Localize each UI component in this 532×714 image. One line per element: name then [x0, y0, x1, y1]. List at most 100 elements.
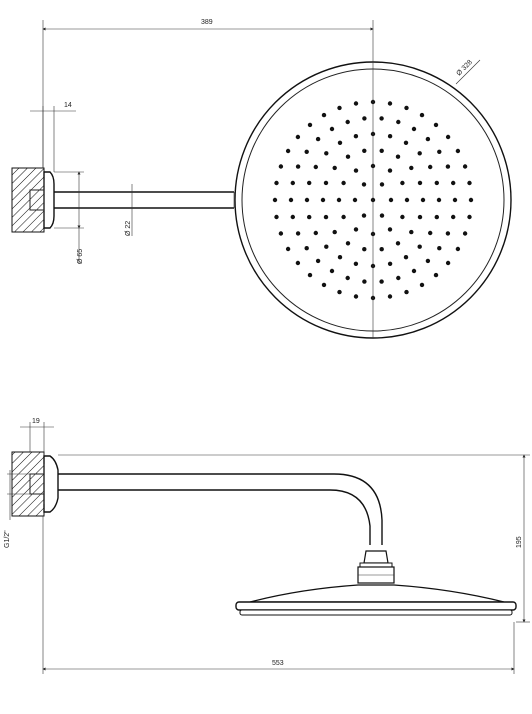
nozzle: [278, 164, 284, 169]
nozzle: [404, 105, 409, 111]
head-plate: [239, 609, 513, 616]
nozzle: [353, 168, 359, 173]
nozzle: [324, 151, 329, 156]
nozzle: [437, 149, 442, 154]
nozzle: [462, 231, 468, 236]
nozzle: [353, 134, 359, 139]
dim-text-553: 553: [272, 660, 284, 667]
nozzle: [445, 260, 451, 266]
nozzle: [345, 241, 351, 246]
nozzle: [379, 148, 384, 153]
nozzle: [272, 197, 278, 203]
nozzle: [362, 279, 367, 284]
head-rim: [235, 601, 517, 611]
nozzle: [353, 101, 359, 106]
nozzle: [337, 105, 342, 111]
top-wall-flange: [43, 171, 55, 229]
dim-text-thread: G1/2": [4, 530, 11, 548]
side-shower-head: [235, 545, 517, 616]
nozzle: [295, 231, 301, 236]
nozzle: [425, 136, 431, 142]
nozzle: [323, 180, 329, 186]
nozzle: [288, 197, 294, 203]
nozzle: [361, 182, 367, 187]
nozzle: [315, 136, 321, 142]
nozzle: [362, 148, 367, 153]
nozzle: [395, 241, 401, 246]
nozzle: [409, 229, 414, 235]
nozzle: [304, 149, 309, 154]
dim-text-22: Ø 22: [125, 221, 132, 236]
nozzle: [278, 231, 284, 236]
nozzle: [345, 275, 350, 281]
nozzle: [419, 112, 425, 118]
dim-text-head-diameter: Ø 328: [455, 59, 474, 78]
nozzle: [274, 180, 279, 186]
nozzle: [362, 116, 367, 121]
nozzle: [387, 294, 393, 299]
nozzle: [396, 275, 401, 281]
nozzle: [433, 272, 439, 278]
nozzle: [295, 260, 301, 266]
nozzle: [467, 214, 472, 220]
nozzle: [445, 231, 451, 236]
nozzle: [307, 214, 312, 220]
nozzle: [417, 151, 422, 156]
nozzle: [315, 258, 321, 264]
nozzle: [353, 227, 359, 232]
nozzle: [307, 122, 313, 128]
nozzle: [455, 148, 461, 154]
nozzle: [313, 164, 318, 170]
nozzle: [295, 164, 301, 169]
dim-text-389: 389: [201, 19, 213, 26]
nozzle: [445, 164, 451, 169]
nozzle: [379, 213, 385, 218]
nozzle: [313, 230, 318, 236]
nozzle: [379, 182, 385, 187]
nozzle: [290, 180, 295, 186]
nozzle: [352, 197, 358, 203]
nozzle: [379, 116, 384, 121]
nozzle: [362, 247, 367, 252]
nozzle: [417, 180, 423, 186]
nozzle: [451, 180, 456, 186]
nozzle: [403, 255, 409, 260]
nozzle: [428, 230, 433, 236]
nozzle: [400, 214, 405, 220]
side-arm-inner: [58, 489, 371, 552]
side-arm-outer: [58, 473, 383, 552]
top-wall-section: [11, 167, 45, 233]
shower-nozzles: [272, 62, 474, 338]
top-view: 389 Ø 328 14 Ø 65 Ø 22: [11, 19, 512, 339]
nozzle: [285, 148, 291, 154]
nozzle: [445, 134, 451, 140]
nozzle: [462, 164, 468, 169]
dim-text-65: Ø 65: [77, 249, 84, 264]
nozzle: [396, 119, 401, 125]
nozzle: [387, 134, 393, 139]
nozzle: [341, 180, 346, 186]
nozzle: [419, 282, 425, 288]
nozzle: [420, 197, 426, 203]
nozzle: [387, 168, 393, 173]
nozzle: [468, 197, 474, 203]
nozzle: [353, 261, 359, 266]
nozzle: [387, 227, 393, 232]
nozzle: [337, 289, 342, 295]
nozzle: [321, 112, 327, 118]
nozzle: [388, 197, 394, 203]
nozzle: [379, 279, 384, 284]
head-dome: [249, 584, 505, 603]
nozzle: [329, 126, 335, 132]
nozzle: [455, 246, 461, 252]
nozzle: [321, 282, 327, 288]
nozzle: [323, 214, 329, 220]
nozzle: [400, 180, 405, 186]
nozzle: [409, 165, 414, 171]
nozzle: [411, 268, 417, 274]
nozzle: [307, 272, 313, 278]
nozzle: [467, 180, 472, 186]
nozzle: [387, 261, 393, 266]
ball-joint: [363, 550, 389, 564]
